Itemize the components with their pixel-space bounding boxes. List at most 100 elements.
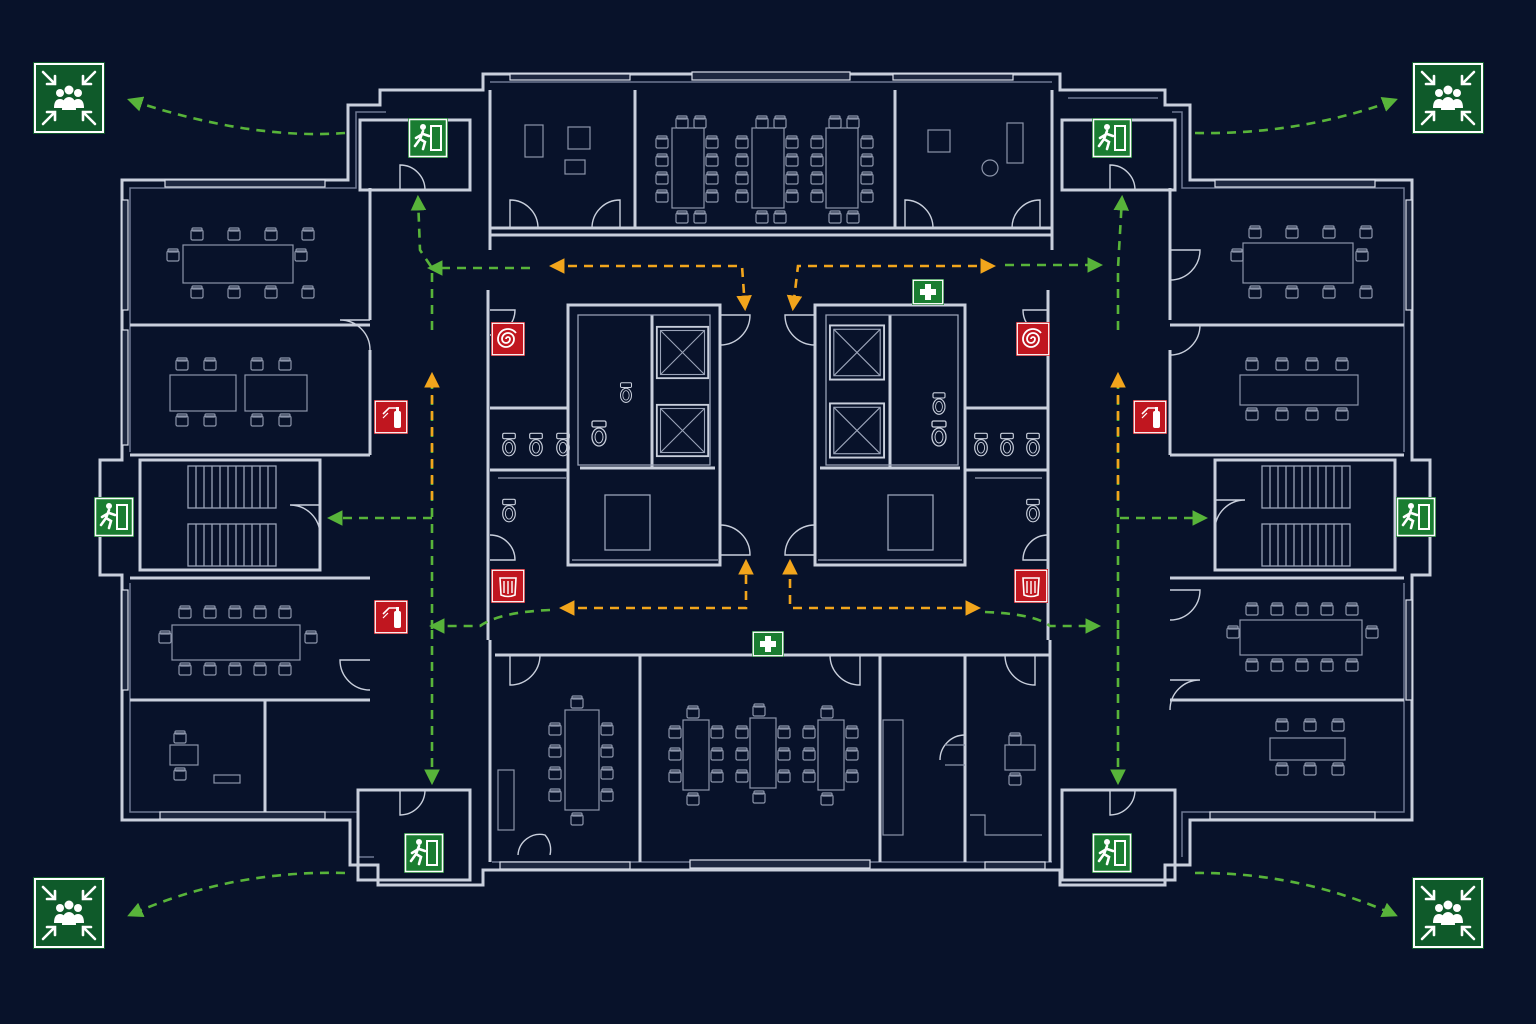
chair	[785, 153, 799, 167]
fire-hose-reel-icon	[1016, 322, 1050, 356]
fire-hose-reel-icon	[491, 322, 525, 356]
chair	[304, 630, 318, 644]
chair	[166, 248, 180, 262]
chair	[752, 703, 766, 717]
chair	[548, 766, 562, 780]
chair	[810, 135, 824, 149]
chair	[1331, 718, 1345, 732]
chair	[846, 210, 860, 224]
chair	[785, 135, 799, 149]
chair	[1275, 718, 1289, 732]
chair	[810, 189, 824, 203]
assembly-point-icon	[1412, 877, 1484, 949]
first-aid-icon	[912, 279, 944, 305]
chair	[773, 210, 787, 224]
chair	[264, 227, 278, 241]
chair	[1345, 658, 1359, 672]
chair	[735, 189, 749, 203]
evacuation-routes	[127, 96, 1398, 917]
chair	[735, 769, 749, 783]
chair	[278, 357, 292, 371]
chair	[1248, 285, 1262, 299]
route-right-bottom-link	[984, 610, 1102, 634]
chair	[227, 227, 241, 241]
chair	[675, 115, 689, 129]
route-amber-top-left	[548, 258, 752, 312]
chair	[250, 413, 264, 427]
chair	[1226, 625, 1240, 639]
fire-extinguisher-icon	[1133, 400, 1167, 434]
chair	[1355, 248, 1369, 262]
chair	[1322, 285, 1336, 299]
chair	[1295, 658, 1309, 672]
chair	[278, 413, 292, 427]
chair	[668, 769, 682, 783]
stairwell-right	[1261, 465, 1351, 567]
chair	[1230, 248, 1244, 262]
chair	[1295, 602, 1309, 616]
chair	[253, 662, 267, 676]
chair	[190, 285, 204, 299]
chair	[735, 747, 749, 761]
chair	[278, 605, 292, 619]
chair	[1245, 357, 1259, 371]
chair	[278, 662, 292, 676]
chair	[1303, 718, 1317, 732]
emergency-exits	[94, 118, 1436, 873]
chair	[1285, 225, 1299, 239]
chair	[802, 725, 816, 739]
chair	[158, 630, 172, 644]
chair	[710, 747, 724, 761]
chair	[705, 135, 719, 149]
chair	[173, 767, 187, 781]
chair	[710, 769, 724, 783]
chair	[203, 605, 217, 619]
emergency-exit-icon	[408, 118, 448, 158]
route-exit-bottom-right-to-assembly	[1194, 871, 1398, 917]
chair	[845, 769, 859, 783]
chair	[860, 153, 874, 167]
chair	[845, 725, 859, 739]
chair	[655, 171, 669, 185]
chair	[228, 662, 242, 676]
chair	[777, 769, 791, 783]
chair	[1275, 357, 1289, 371]
chair	[735, 153, 749, 167]
chair	[655, 153, 669, 167]
doors	[289, 164, 1246, 856]
chair	[264, 285, 278, 299]
fire-blanket-icon	[1014, 569, 1048, 603]
chair	[777, 725, 791, 739]
chair	[1303, 762, 1317, 776]
chair	[785, 171, 799, 185]
chair	[1248, 225, 1262, 239]
chair	[570, 695, 584, 709]
assembly-point-icon	[33, 877, 105, 949]
chair	[227, 285, 241, 299]
building-walls	[98, 72, 1432, 887]
chair	[675, 210, 689, 224]
chair	[752, 790, 766, 804]
chair	[860, 189, 874, 203]
chair	[705, 153, 719, 167]
chair	[228, 605, 242, 619]
chair	[1305, 357, 1319, 371]
chair	[705, 171, 719, 185]
chair	[710, 725, 724, 739]
first-aid-icon	[752, 631, 784, 657]
chair	[820, 792, 834, 806]
chair	[1305, 407, 1319, 421]
furniture	[169, 122, 1363, 836]
chair	[1320, 602, 1334, 616]
route-exit-top-right-to-assembly	[1194, 96, 1398, 135]
chair	[735, 171, 749, 185]
chair	[828, 115, 842, 129]
chair	[548, 744, 562, 758]
chair	[655, 135, 669, 149]
route-right-corridor-up	[1113, 194, 1130, 330]
chair	[570, 812, 584, 826]
elevators	[655, 324, 886, 459]
chair	[773, 115, 787, 129]
chair	[735, 135, 749, 149]
